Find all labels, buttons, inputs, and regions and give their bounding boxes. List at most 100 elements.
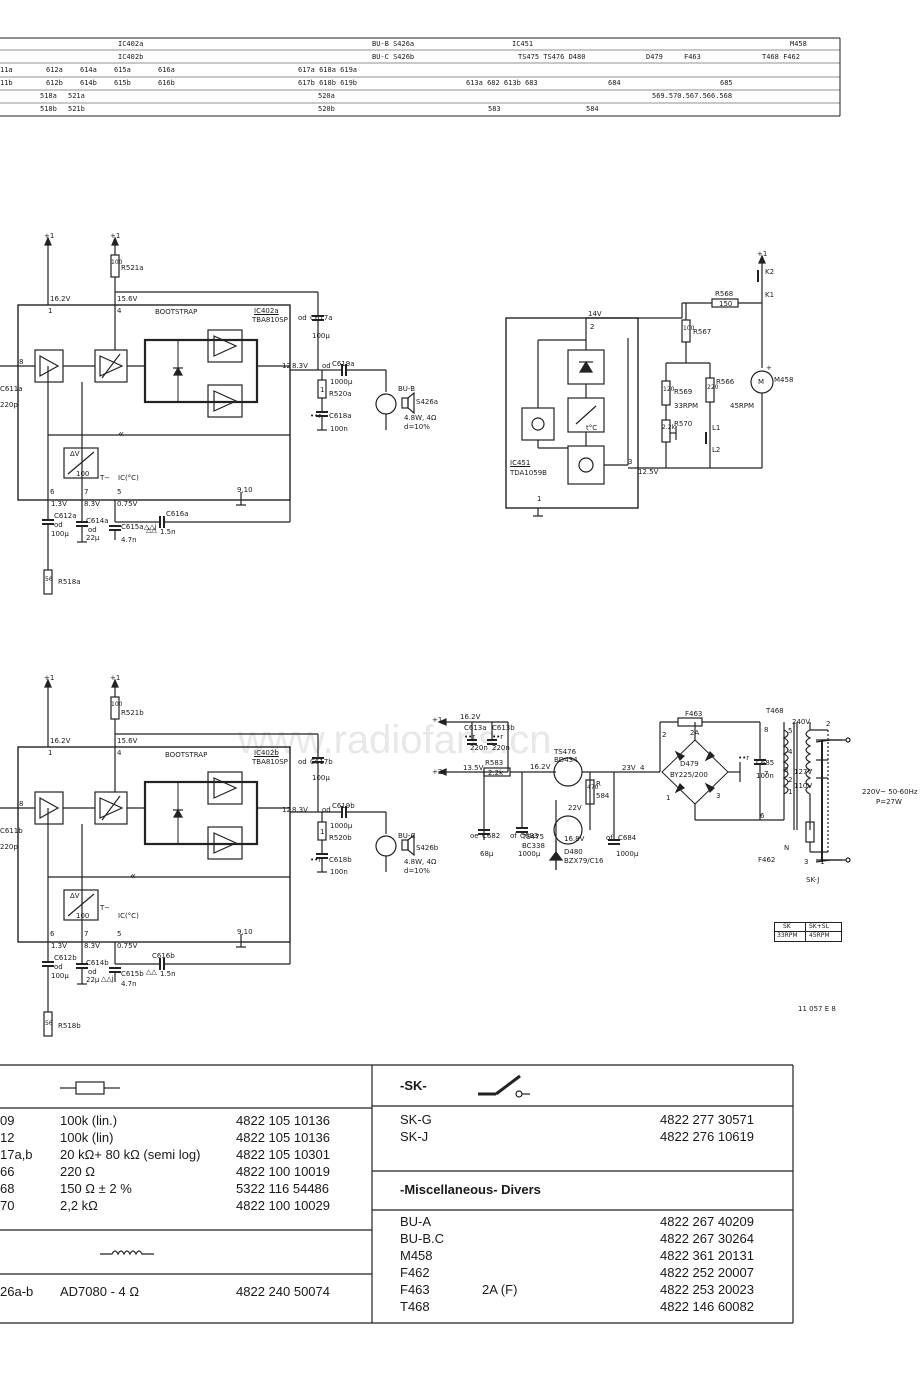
part-ref: 17a,b xyxy=(0,1147,33,1162)
ref-t468: T468 F462 xyxy=(762,53,800,61)
part-ref: BU-A xyxy=(400,1214,432,1229)
f462-label: F462 xyxy=(758,856,776,864)
ref-684: 684 xyxy=(608,79,621,87)
sk-table-r1: 33RPM xyxy=(777,932,798,939)
amp-a-pin12: 12 xyxy=(282,362,291,370)
c614a-style: od xyxy=(88,526,97,534)
bd434-label: BD434 xyxy=(554,756,578,764)
amp-a-ic-temp: IC(°C) xyxy=(118,474,139,482)
psu-pin4: 4 xyxy=(640,764,645,772)
part-code: 4822 277 30571 xyxy=(660,1112,754,1127)
v127-label: 127V xyxy=(794,768,813,776)
c615b-value: 4.7n xyxy=(121,980,137,988)
sk-pin1: 1 xyxy=(820,858,825,866)
r520a-label: R520a xyxy=(329,390,352,398)
part-ref: SK-J xyxy=(400,1129,429,1144)
ref-617b: 617b 618b 619b xyxy=(298,79,358,87)
c616a-value: 1.5n xyxy=(160,528,176,536)
motor-plus: + xyxy=(766,364,772,372)
part-desc: 100k (lin.) xyxy=(60,1113,118,1128)
c615a-style: △△j xyxy=(144,523,157,531)
ref-614b: 614b xyxy=(80,79,97,87)
ref-ic402a: IC402a xyxy=(118,40,144,48)
tap4: 4 xyxy=(788,748,793,756)
ref-f463: F463 xyxy=(684,53,701,61)
motor-pin2: 2 xyxy=(590,323,595,331)
tc-label: t°C xyxy=(586,424,598,432)
k2-label: K2 xyxy=(765,268,775,276)
amp-b-v162: 16.2V xyxy=(50,737,71,745)
f463-value: 2A xyxy=(690,729,700,737)
psu-v162b: 16.2V xyxy=(530,763,551,771)
amp-b-v075: 0.75V xyxy=(117,942,138,950)
bu-c-label: BU-C xyxy=(398,832,416,840)
part-ref: 26a-b xyxy=(0,1284,34,1299)
amp-b-ic: IC402b xyxy=(254,749,279,757)
c613b-value: 220n xyxy=(492,744,510,752)
c618a-label: C618a xyxy=(329,412,352,420)
c617b-value: 100µ xyxy=(312,774,330,782)
ref-520a: 520a xyxy=(318,92,335,100)
amp-b-feedback-arrow: « xyxy=(130,871,137,882)
ref-615a: 615a xyxy=(114,66,131,74)
tap1: 1 xyxy=(788,788,793,796)
amp-a-v13: 1.3V xyxy=(51,500,67,508)
c612b-style: od xyxy=(54,963,63,971)
c616b-style: △△ xyxy=(146,968,157,976)
power-label: P=27W xyxy=(876,798,902,806)
amp-b-dist: d=10% xyxy=(404,867,430,875)
amp-a-av100: 100 xyxy=(76,470,90,478)
bu-b-label: BU-B xyxy=(398,385,416,393)
c683-style: of xyxy=(510,832,517,840)
part-value: 2A (F) xyxy=(482,1282,518,1297)
c684-label: C684 xyxy=(618,834,637,842)
ref-ic451: IC451 xyxy=(512,40,534,48)
c615b-label: C615b xyxy=(121,970,144,978)
amp-a-pin8: 8 xyxy=(19,358,24,366)
m458-label: M458 xyxy=(774,376,794,384)
ref-buc: BU-C S426b xyxy=(372,53,415,61)
amp-a-plus1b: +1 xyxy=(110,232,121,240)
c612a-label: C612a xyxy=(54,512,77,520)
sk-table-h1: SK xyxy=(783,923,791,930)
amp-a-pin1: 1 xyxy=(48,307,53,315)
s426a-value: 4.8W, 4Ω xyxy=(404,414,437,422)
psu-node1: +1 xyxy=(432,716,443,724)
part-code: 5322 116 54486 xyxy=(236,1181,330,1196)
c685-style: ••r xyxy=(738,754,750,762)
ref-584: 584 xyxy=(586,105,599,113)
r521b-label: R521b xyxy=(121,709,144,717)
amp-a-v83: 8.3V xyxy=(292,362,308,370)
c618b-style: ••r xyxy=(310,856,322,864)
c685-value: 100n xyxy=(756,772,774,780)
amplifier-b-wiring xyxy=(0,678,415,1037)
c613a-value: 220n xyxy=(470,744,488,752)
ref-518a: 518a xyxy=(40,92,57,100)
r570-value: 2.2k xyxy=(662,424,676,431)
part-code: 4822 146 60082 xyxy=(660,1299,754,1314)
bzx-label: BZX79/C16 xyxy=(564,857,604,865)
part-desc: 220 Ω xyxy=(60,1164,96,1179)
ref-569: 569.570.567.566.568 xyxy=(652,92,733,100)
part-code: 4822 105 10136 xyxy=(236,1130,330,1145)
c611a-label: C611a xyxy=(0,385,23,393)
r569-label: R569 xyxy=(674,388,693,396)
amp-b-plus1: +1 xyxy=(44,674,55,682)
c611a-value: 220p xyxy=(0,401,18,409)
c614b-style: od xyxy=(88,968,97,976)
part-ref: BU-B.C xyxy=(400,1231,445,1246)
amp-b-v13: 1.3V xyxy=(51,942,67,950)
amp-b-pin7: 7 xyxy=(84,930,89,938)
ref-518b: 518b xyxy=(40,105,57,113)
amp-a-dist: d=10% xyxy=(404,423,430,431)
c613a-style: ••r xyxy=(464,733,476,741)
c616a-label: C616a xyxy=(166,510,189,518)
r569-value: 120 xyxy=(663,386,675,393)
r521b-value: 100 xyxy=(111,701,123,708)
tap5: 5 xyxy=(788,727,793,735)
c618a-value: 100n xyxy=(330,425,348,433)
ref-11b: 11b xyxy=(0,79,13,87)
part-code: 4822 240 50074 xyxy=(236,1284,330,1299)
motor-pin3: 3 xyxy=(628,458,633,466)
t468-label: T468 xyxy=(766,707,784,715)
